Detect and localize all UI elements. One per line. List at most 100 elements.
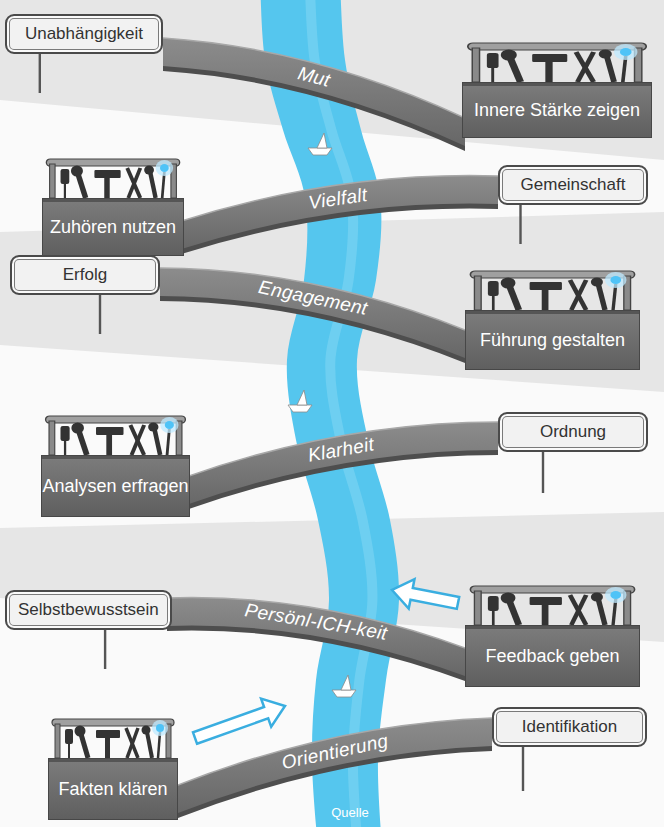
tool-icon [130,425,144,455]
toolbox-tools [46,159,179,198]
tool-icon [598,284,605,310]
toolbox-text-holder: Fakten klären [58,779,167,800]
outline-arrow [392,579,459,609]
tool-icon [127,168,140,198]
tool-icon [530,597,562,605]
tool-icon [545,62,552,82]
bridge-edge [178,718,492,785]
tool-icon [501,593,516,604]
tool-icon [610,591,621,599]
toolbox: Führung gestalten [465,310,640,370]
tool-icon [620,48,632,56]
tool-icon [94,170,120,178]
toolbox-text-holder: Zuhören nutzen [50,217,176,238]
tool-icon [65,729,73,744]
tool-icon [104,178,109,198]
tool-icon [570,595,586,625]
tool-icon [591,593,603,602]
tool-icon [160,164,169,172]
tool-icon [156,724,164,732]
bridge-deck [183,422,498,506]
tool-icon [488,281,499,296]
tool-icon [605,272,627,288]
tool-icon [488,596,499,611]
sign-label: Gemeinschaft [521,175,626,195]
bridge: Persönl-ICH-keit [167,562,465,686]
sign-pole [519,204,521,244]
bridge-deck [160,268,465,358]
tool-icon [501,278,516,289]
toolbox-label: Innere Stärke zeigen [474,100,640,121]
tool-icon [510,58,520,82]
bridge-deck [178,718,492,813]
sign-pole [522,746,524,791]
tool-icon [64,441,66,455]
boat-hull [288,405,312,412]
tool-icon [607,56,614,82]
tool-icon [491,68,494,82]
tool-icon [150,172,155,198]
tool-icon [132,425,145,455]
bridge-edge [160,268,465,330]
sign-label: Identifikation [522,717,617,737]
tool-icon [154,429,160,455]
toolbox-label: Feedback geben [485,646,619,667]
signpost: Gemeinschaft [498,165,648,205]
toolbox-label: Fakten klären [58,779,167,800]
tool-icon [126,728,138,758]
tool-icon [75,726,86,737]
paper-boat [288,390,312,412]
bridge: Engagement [160,232,465,368]
tool-icon [156,160,173,176]
toolbox: Fakten klären [48,758,178,820]
tool-icon [60,426,69,441]
toolbox-label: Zuhören nutzen [50,217,176,238]
tool-icon [152,720,168,736]
tool-icon [492,296,495,310]
tool-icon [501,50,517,61]
boat-hull [308,148,332,155]
tool-icon [591,278,603,287]
tool-icon [71,166,83,177]
boat-hull [332,690,356,697]
bridge-edge [178,176,498,222]
signpost: Ordnung [498,412,648,452]
sign-label: Erfolg [63,265,107,285]
toolbox: Zuhören nutzen [42,198,184,256]
bridge-edge [183,422,498,478]
bridge-edge [167,598,465,648]
tool-icon [142,726,151,735]
tool-icon [127,728,138,758]
bridge: Klarheit [183,388,498,516]
toolbox-tools [52,719,174,758]
toolbox: Feedback geben [465,625,640,687]
outline-arrow [193,699,285,744]
toolbox-tools [470,586,634,625]
tool-icon [532,54,567,62]
tool-icon [509,286,518,310]
tool-icon [598,599,605,625]
signpost: Erfolg [10,255,160,295]
tool-icon [542,290,549,310]
bridge-edge [163,38,465,118]
bridge: Mut [163,2,465,156]
sign-pole [99,294,101,334]
bridge: Orientierung [178,684,492,823]
tool-icon [71,423,84,434]
signpost: Unabhängigkeit [5,14,163,54]
tool-icon [487,53,499,68]
tool-icon [78,174,86,198]
river-highlight [310,0,373,827]
tool-icon [542,605,549,625]
toolbox-label: Analysen erfragen [42,476,188,497]
bridge: Vielfalt [178,142,498,260]
tool-icon [599,50,612,59]
tool-icon [55,724,60,758]
tool-icon [147,732,152,758]
tool-icon [474,276,481,310]
sign-label: Unabhängigkeit [25,24,143,44]
tool-icon [605,587,627,603]
tool-icon [148,423,158,432]
toolbox-text-holder: Analysen erfragen [42,476,188,497]
toolbox: Innere Stärke zeigen [462,82,652,138]
